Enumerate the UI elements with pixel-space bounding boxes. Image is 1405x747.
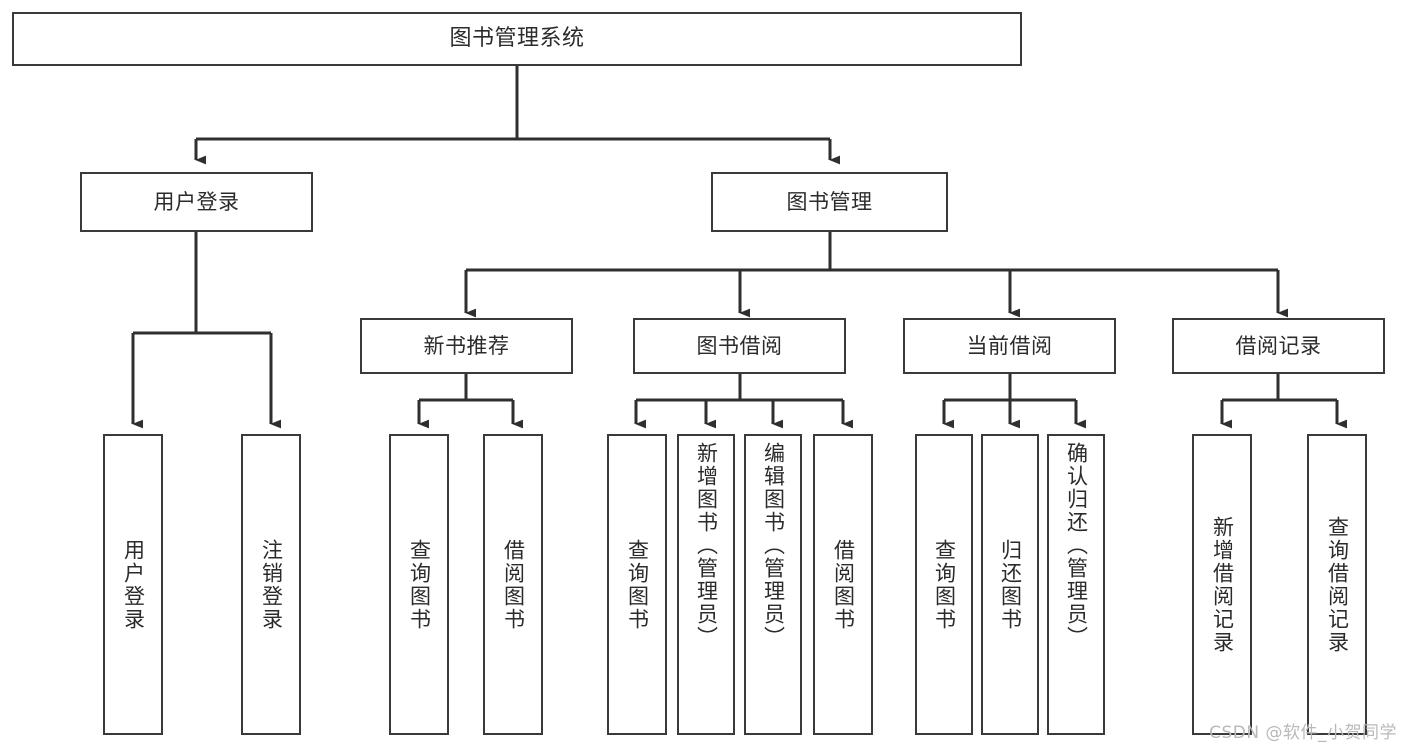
node-label: 查询图书 [932,538,957,631]
node-label: 借阅图书 [831,538,856,631]
node-label: 归还图书 [998,538,1023,631]
node-label: 查询借阅记录 [1325,515,1350,654]
csdn-watermark: CSDN @软件_小贺同学 [1209,723,1397,743]
node-label: 编辑图书（管理员） [761,442,786,649]
node-label: 确认归还（管理员） [1064,442,1089,649]
node-label: 当前借阅 [966,333,1053,358]
leaf-add-borrow-record[interactable]: 新增借阅记录 [1192,434,1252,735]
node-root-book-management-system[interactable]: 图书管理系统 [12,12,1022,66]
node-label: 查询图书 [625,538,650,631]
leaf-confirm-return-admin[interactable]: 确认归还（管理员） [1047,434,1105,735]
node-label: 注销登录 [259,538,284,631]
node-label: 图书借阅 [696,333,783,358]
node-label: 新书推荐 [423,333,510,358]
node-label: 新增图书（管理员） [694,442,719,649]
node-current-borrow[interactable]: 当前借阅 [903,318,1116,374]
leaf-logout-login[interactable]: 注销登录 [241,434,301,735]
leaf-query-book-recommend[interactable]: 查询图书 [389,434,449,735]
leaf-user-login[interactable]: 用户登录 [103,434,163,735]
node-book-management[interactable]: 图书管理 [711,172,948,232]
node-book-borrow[interactable]: 图书借阅 [633,318,846,374]
node-user-login[interactable]: 用户登录 [80,172,313,232]
node-label: 查询图书 [407,538,432,631]
node-label: 新增借阅记录 [1210,515,1235,654]
node-label: 用户登录 [153,189,240,214]
leaf-query-borrow-record[interactable]: 查询借阅记录 [1307,434,1367,735]
node-label: 图书管理系统 [449,26,585,52]
node-label: 图书管理 [786,189,873,214]
node-new-book-recommend[interactable]: 新书推荐 [360,318,573,374]
leaf-borrow-book[interactable]: 借阅图书 [813,434,873,735]
node-borrow-record[interactable]: 借阅记录 [1172,318,1385,374]
node-label: 用户登录 [121,538,146,631]
leaf-query-book-borrow[interactable]: 查询图书 [607,434,667,735]
leaf-query-book-current[interactable]: 查询图书 [915,434,973,735]
leaf-edit-book-admin[interactable]: 编辑图书（管理员） [744,434,802,735]
node-label: 借阅记录 [1235,333,1322,358]
leaf-add-book-admin[interactable]: 新增图书（管理员） [677,434,735,735]
leaf-return-book[interactable]: 归还图书 [981,434,1039,735]
leaf-borrow-book-recommend[interactable]: 借阅图书 [483,434,543,735]
node-label: 借阅图书 [501,538,526,631]
